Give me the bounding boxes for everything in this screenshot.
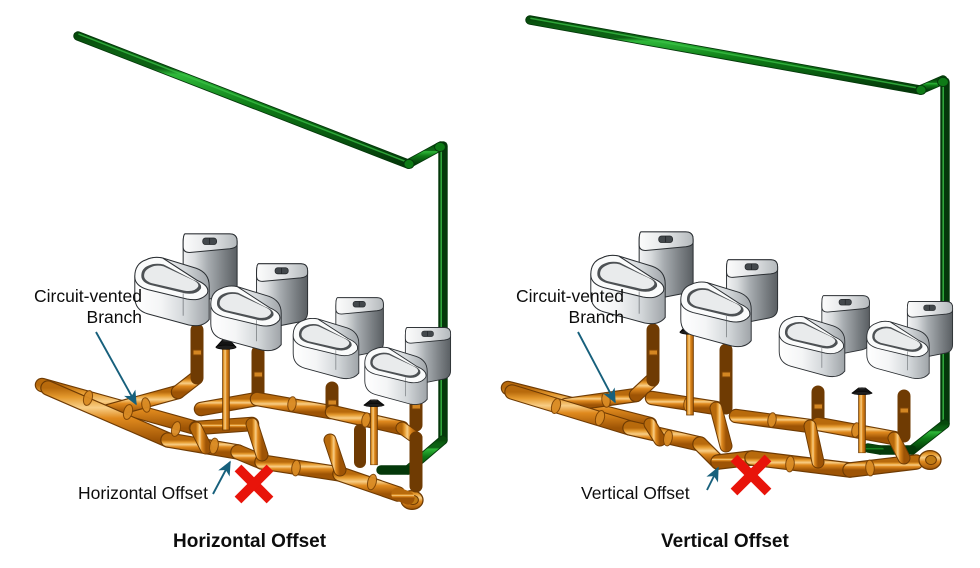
callout-line-2: Branch [86, 307, 142, 327]
vent-riser-stack-right-2 [851, 386, 873, 454]
callout-circuit-vented-branch-left: Circuit-vented Branch [2, 286, 142, 328]
vent-pipe-green-left [73, 31, 448, 475]
vent-riser-stack-left-1 [215, 338, 237, 431]
red-x-mark-left [234, 464, 274, 504]
label-horizontal-offset: Horizontal Offset [78, 483, 209, 503]
caption-vertical-offset: Vertical Offset [661, 531, 789, 552]
vent-pipe-green-right [525, 15, 950, 455]
toilet-fixture-right-2 [680, 259, 779, 348]
vent-riser-stack-left-2 [363, 398, 385, 466]
callout-line-1: Circuit-vented [516, 286, 624, 306]
callout-circuit-vented-branch-right: Circuit-vented Branch [484, 286, 624, 328]
panel-horizontal-offset [34, 31, 452, 511]
callout-line-2: Branch [568, 307, 624, 327]
toilet-fixture-right-4 [866, 301, 954, 380]
leader-line-circuit-vented-right [577, 331, 616, 404]
toilet-fixture-right-3 [778, 295, 870, 378]
red-x-mark-right [730, 454, 772, 496]
leader-line-horizontal-offset [212, 460, 231, 495]
leader-line-circuit-vented-left [95, 331, 137, 406]
leader-line-vertical-offset [706, 466, 719, 491]
callout-line-1: Circuit-vented [34, 286, 142, 306]
pipe-couplings-right [550, 349, 909, 477]
panel-vertical-offset [500, 15, 954, 496]
label-vertical-offset: Vertical Offset [581, 483, 690, 503]
caption-horizontal-offset: Horizontal Offset [173, 531, 327, 552]
